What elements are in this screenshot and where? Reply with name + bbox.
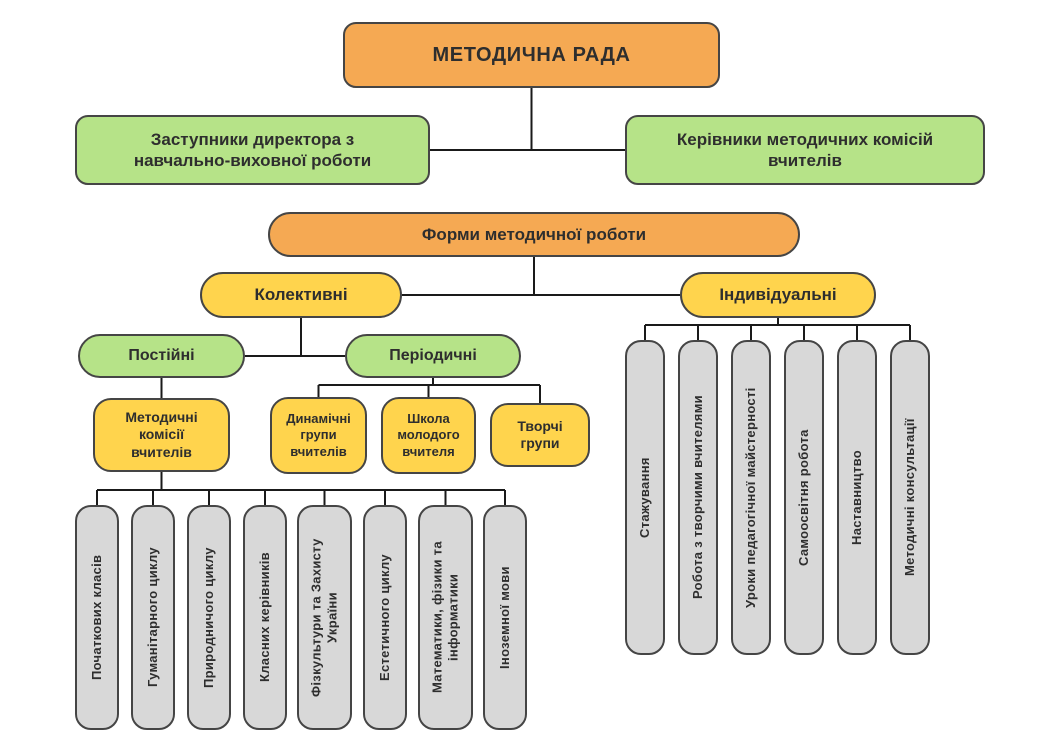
commission-column-physical-education: Фізкультури та Захисту України (297, 505, 352, 730)
node-young-teacher-school: Школа молодого вчителя (381, 397, 476, 474)
individual-column-mentoring: Наставництво (837, 340, 877, 655)
individual-column-creative-teachers: Робота з творчими вчителями (678, 340, 718, 655)
node-forms-of-work: Форми методичної роботи (268, 212, 800, 257)
node-deputy-directors: Заступники директора з навчально-виховно… (75, 115, 430, 185)
connector-path (96, 88, 911, 505)
commission-column-humanities: Гуманітарного циклу (131, 505, 175, 730)
node-methodical-council: МЕТОДИЧНА РАДА (343, 22, 720, 88)
individual-column-consultations: Методичні консультації (890, 340, 930, 655)
node-collective: Колективні (200, 272, 402, 318)
node-dynamic-groups: Динамічні групи вчителів (270, 397, 367, 474)
individual-column-internship: Стажування (625, 340, 665, 655)
individual-column-self-education: Самоосвітня робота (784, 340, 824, 655)
node-periodic: Періодичні (345, 334, 521, 378)
commission-column-math-physics-informatics: Математики, фізики та інформатики (418, 505, 473, 730)
node-method-commissions: Методичні комісії вчителів (93, 398, 230, 472)
node-individual: Індивідуальні (680, 272, 876, 318)
commission-column-class-teachers: Класних керівників (243, 505, 287, 730)
individual-column-mastery-lessons: Уроки педагогічної майстерності (731, 340, 771, 655)
commission-column-aesthetics: Естетичного циклу (363, 505, 407, 730)
node-creative-groups: Творчі групи (490, 403, 590, 467)
commission-column-natural-sciences: Природничого циклу (187, 505, 231, 730)
node-permanent: Постійні (78, 334, 245, 378)
commission-column-primary-classes: Початкових класів (75, 505, 119, 730)
node-commission-heads: Керівники методичних комісій вчителів (625, 115, 985, 185)
commission-column-foreign-language: Іноземної мови (483, 505, 527, 730)
